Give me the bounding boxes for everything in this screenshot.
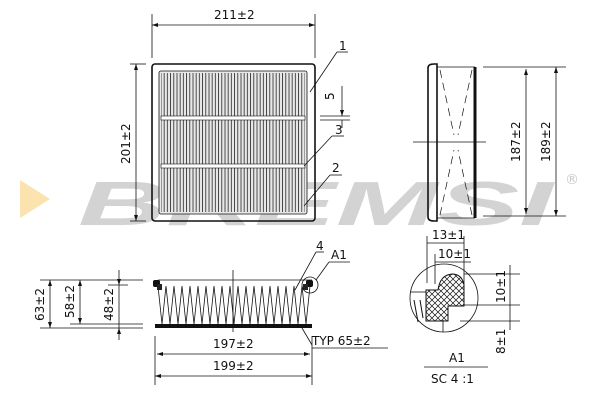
registered-mark: ®	[565, 172, 579, 188]
detail-scale: SC 4 :1	[431, 372, 474, 386]
detail-label: A1	[449, 351, 465, 365]
brand-watermark-text: BREMSI	[78, 170, 556, 239]
gap-dimension: 5	[323, 92, 337, 100]
detail-view: 13±1 10±1 10±1 8±1 A1 SC 4 :1	[409, 228, 520, 386]
watermark: BREMSI ®	[20, 170, 579, 239]
outer-height-dimension: 189±2	[539, 121, 553, 162]
side-view: 187±2 189±2	[413, 63, 566, 222]
inner-width-dimension: 197±2	[213, 337, 254, 351]
front-view: 211±2 201±2 1 5 3 2	[119, 8, 350, 222]
detail-ref-a1: A1	[331, 248, 347, 262]
callout-3: 3	[335, 123, 343, 137]
brand-arrow-icon	[20, 180, 50, 218]
section-view: 63±2 58±2 48±2 4 A1 TYP 65±2 197±2 199±2	[33, 239, 388, 385]
inner-height-dimension: 187±2	[509, 121, 523, 162]
pleat-note: TYP 65±2	[311, 334, 371, 348]
width-13-dimension: 13±1	[432, 228, 465, 242]
height-10-dimension: 10±1	[494, 270, 508, 303]
callout-1: 1	[339, 39, 347, 53]
callout-4: 4	[316, 239, 324, 253]
height-dimension: 201±2	[119, 123, 133, 164]
height-58-dimension: 58±2	[63, 285, 77, 318]
width-10-dimension: 10±1	[438, 247, 471, 261]
callout-2: 2	[332, 161, 340, 175]
height-8-dimension: 8±1	[494, 329, 508, 354]
height-48-dimension: 48±2	[102, 288, 116, 321]
outer-width-dimension: 199±2	[213, 359, 254, 373]
height-63-dimension: 63±2	[33, 288, 47, 321]
width-dimension: 211±2	[214, 8, 255, 22]
